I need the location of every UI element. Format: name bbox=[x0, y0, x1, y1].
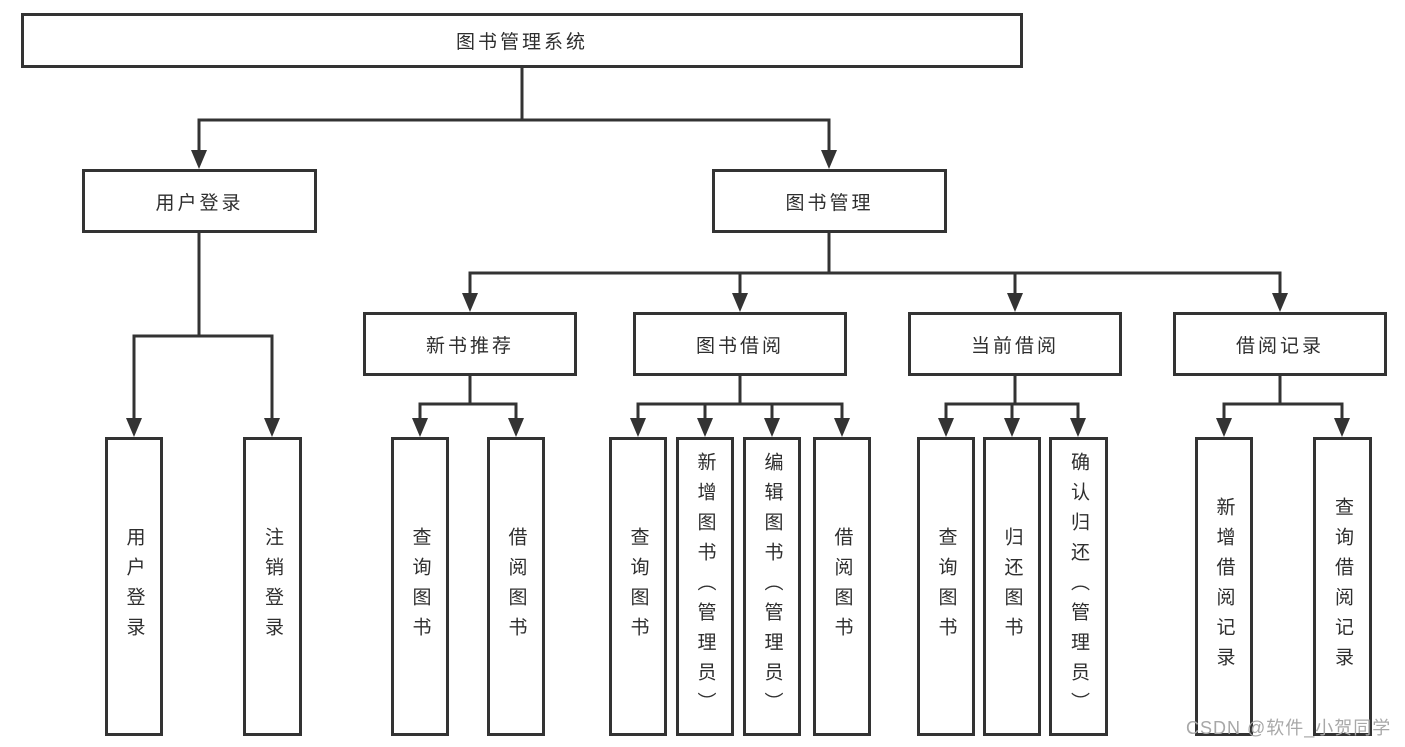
node-leaf-bb-query: 查询图书 bbox=[609, 437, 667, 736]
node-leaf-nbr-borrow: 借阅图书 bbox=[487, 437, 545, 736]
node-label: 借阅图书 bbox=[831, 526, 853, 647]
node-leaf-bb-edit: 编辑图书（管理员） bbox=[743, 437, 801, 736]
arrow-head-icon bbox=[1216, 418, 1232, 437]
arrow-head-icon bbox=[1004, 418, 1020, 437]
arrow-head-icon bbox=[764, 418, 780, 437]
node-borrow-records: 借阅记录 bbox=[1173, 312, 1387, 376]
node-leaf-user-login: 用户登录 bbox=[105, 437, 163, 736]
arrow-head-icon bbox=[630, 418, 646, 437]
arrow-head-icon bbox=[697, 418, 713, 437]
node-leaf-nbr-query: 查询图书 bbox=[391, 437, 449, 736]
node-label: 查询图书 bbox=[627, 526, 649, 647]
node-label: 查询借阅记录 bbox=[1332, 496, 1353, 677]
node-label: 用户登录 bbox=[123, 526, 145, 647]
arrow-head-icon bbox=[508, 418, 524, 437]
node-label: 新增图书（管理员） bbox=[694, 451, 716, 722]
node-label: 图书管理系统 bbox=[455, 32, 588, 53]
node-user-login: 用户登录 bbox=[82, 169, 317, 233]
node-current-borrow: 当前借阅 bbox=[908, 312, 1122, 376]
arrow-head-icon bbox=[834, 418, 850, 437]
node-leaf-cb-query: 查询图书 bbox=[917, 437, 975, 736]
node-leaf-bb-add: 新增图书（管理员） bbox=[676, 437, 734, 736]
node-leaf-logout: 注销登录 bbox=[243, 437, 302, 736]
node-label: 查询图书 bbox=[935, 526, 957, 647]
node-label: 新书推荐 bbox=[425, 335, 514, 357]
arrow-head-icon bbox=[412, 418, 428, 437]
node-leaf-br-query: 查询借阅记录 bbox=[1313, 437, 1372, 736]
node-book-borrow: 图书借阅 bbox=[633, 312, 847, 376]
arrow-head-icon bbox=[462, 293, 478, 312]
node-label: 查询图书 bbox=[409, 526, 431, 647]
node-label: 确认归还（管理员） bbox=[1068, 451, 1089, 722]
arrow-head-icon bbox=[126, 418, 142, 437]
node-label: 注销登录 bbox=[262, 526, 283, 647]
arrow-head-icon bbox=[191, 150, 207, 169]
arrow-head-icon bbox=[264, 418, 280, 437]
arrow-head-icon bbox=[1007, 293, 1023, 312]
node-label: 新增借阅记录 bbox=[1213, 496, 1235, 677]
arrow-head-icon bbox=[938, 418, 954, 437]
node-label: 图书借阅 bbox=[695, 335, 784, 357]
node-leaf-cb-return: 归还图书 bbox=[983, 437, 1041, 736]
node-leaf-bb-borrow: 借阅图书 bbox=[813, 437, 871, 736]
watermark: CSDN @软件_小贺同学 bbox=[1186, 718, 1392, 738]
node-label: 编辑图书（管理员） bbox=[761, 451, 783, 722]
node-root: 图书管理系统 bbox=[21, 13, 1023, 68]
node-label: 图书管理 bbox=[785, 192, 874, 214]
node-label: 借阅图书 bbox=[505, 526, 527, 647]
node-leaf-cb-confirm: 确认归还（管理员） bbox=[1049, 437, 1108, 736]
arrow-head-icon bbox=[1334, 418, 1350, 437]
arrow-head-icon bbox=[1070, 418, 1086, 437]
node-label: 用户登录 bbox=[155, 192, 244, 214]
node-label: 归还图书 bbox=[1001, 526, 1023, 647]
arrow-head-icon bbox=[821, 150, 837, 169]
arrow-head-icon bbox=[732, 293, 748, 312]
node-label: 当前借阅 bbox=[970, 335, 1059, 357]
node-book-mgmt: 图书管理 bbox=[712, 169, 947, 233]
node-new-book-rec: 新书推荐 bbox=[363, 312, 577, 376]
arrow-head-icon bbox=[1272, 293, 1288, 312]
node-label: 借阅记录 bbox=[1235, 335, 1324, 357]
node-leaf-br-add: 新增借阅记录 bbox=[1195, 437, 1253, 736]
